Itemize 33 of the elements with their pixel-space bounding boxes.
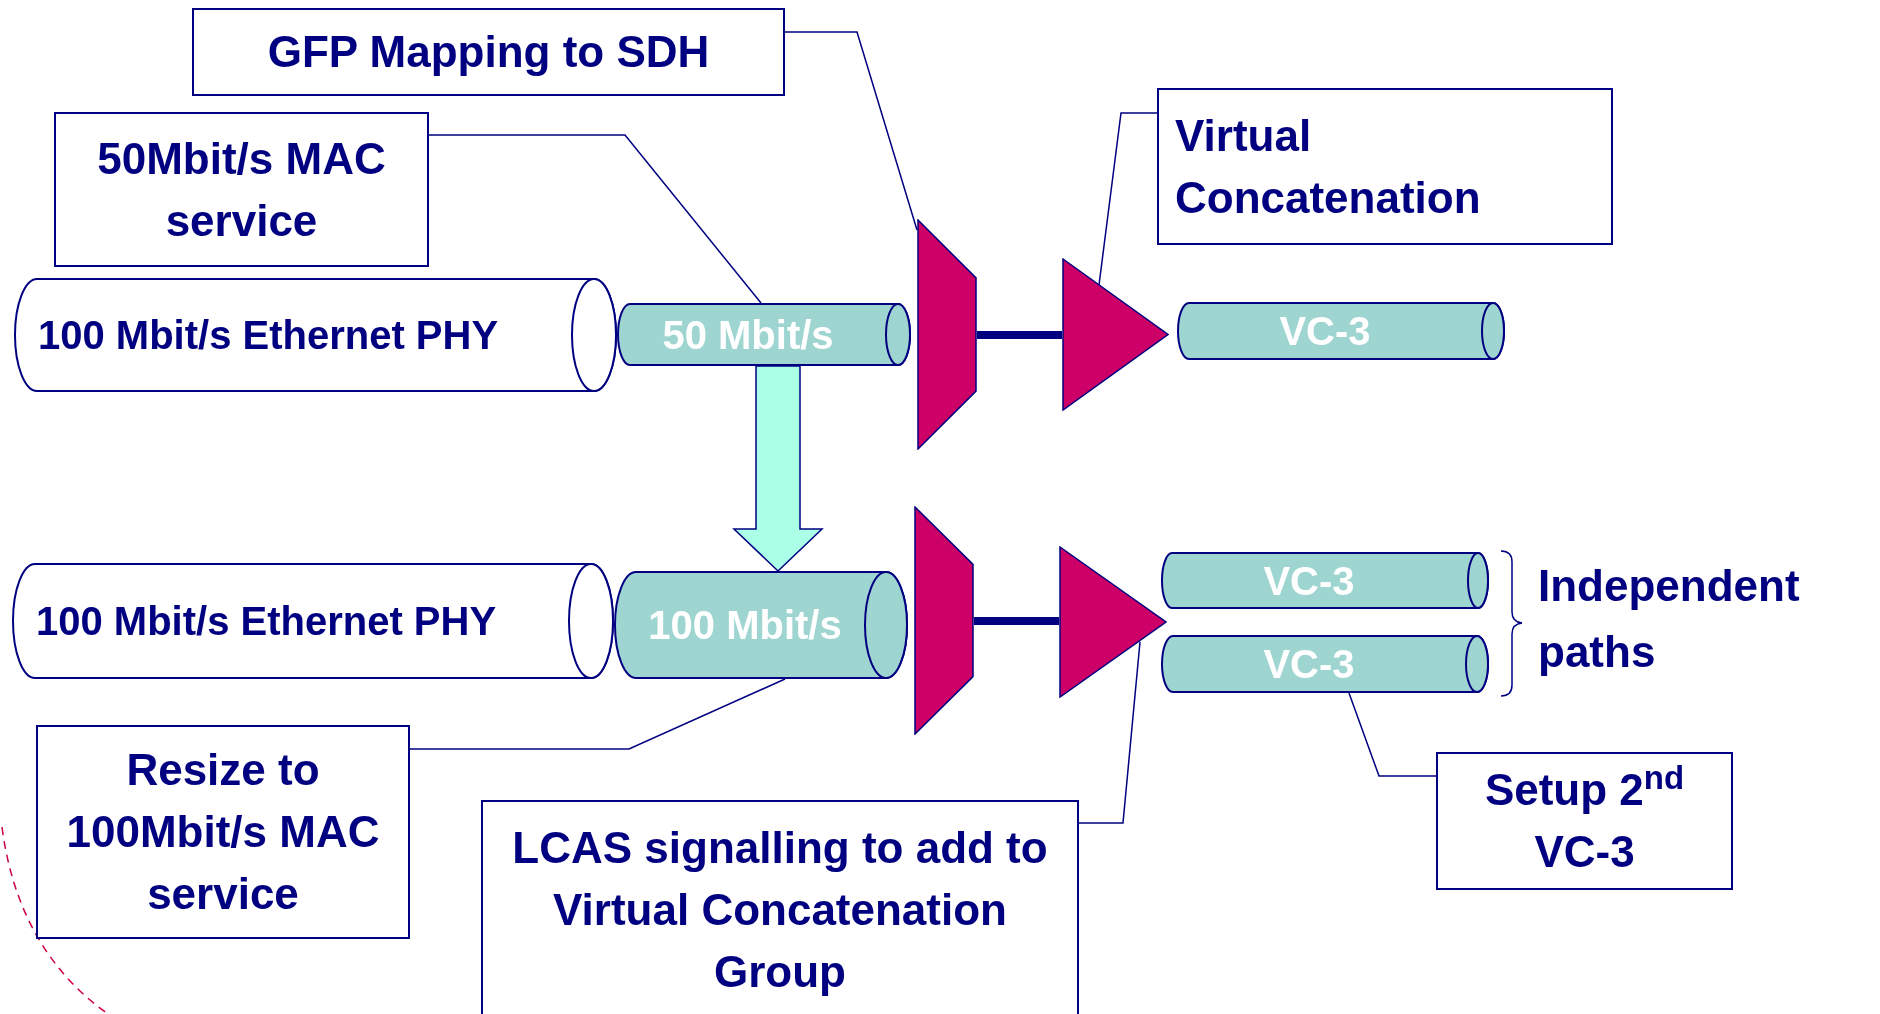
block-arrow (732, 365, 824, 573)
leader-line (1078, 641, 1141, 824)
node-text: 100 Mbit/s (648, 603, 842, 647)
text-box (192, 8, 785, 96)
text-box (481, 800, 1079, 1014)
leader-line (784, 31, 918, 231)
leader-line (409, 678, 786, 750)
node-text: Resize to 100Mbit/s MAC service (65, 744, 381, 920)
multiplexer-trapezoid (914, 506, 974, 735)
text-box (1157, 88, 1613, 245)
connector-bar (974, 617, 1059, 625)
leader-line (1348, 692, 1437, 777)
node-text: VC-3 (1263, 558, 1355, 603)
node-text: 50 Mbit/s (662, 312, 834, 357)
node-text: 50Mbit/s MAC service (96, 132, 387, 247)
node-text: Virtual Concatenation (1175, 109, 1482, 224)
node-text: 100 Mbit/s Ethernet PHY (36, 599, 497, 643)
node-text: GFP Mapping to SDH (267, 26, 710, 78)
leader-line (1098, 112, 1158, 286)
connector-bar (977, 331, 1062, 339)
leader-line (428, 134, 762, 304)
text-box (1436, 752, 1733, 890)
node-text: VC-3 (1279, 309, 1371, 353)
multiplexer-trapezoid (917, 219, 977, 450)
text-box (54, 112, 429, 267)
node-text: 100 Mbit/s Ethernet PHY (38, 313, 499, 357)
text-box (36, 725, 410, 939)
node-text: Setup 2$^{nd}$ VC-3 (1483, 759, 1686, 878)
node-text: VC-3 (1263, 642, 1355, 686)
node-text: LCAS signalling to add to Virtual Concatenation Group (511, 822, 1049, 998)
triangle-shape (1062, 258, 1169, 411)
annotation-text: Independent paths (1538, 560, 1801, 678)
triangle-shape (1059, 546, 1167, 698)
